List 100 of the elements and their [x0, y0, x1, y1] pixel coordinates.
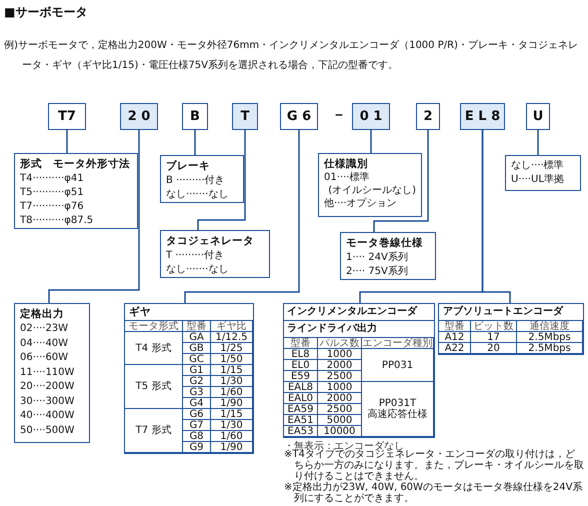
- table-cell: EAL8: [284, 382, 318, 393]
- option-row-text: 11····110W: [20, 366, 76, 379]
- connector-line: [197, 130, 246, 230]
- table-cell: E59: [284, 371, 318, 382]
- table-cell: T4 形式: [125, 332, 183, 365]
- code-box: E L 8: [460, 103, 505, 130]
- table-cell: 1/90: [211, 398, 253, 409]
- table-cell: A12: [439, 332, 471, 343]
- connector-line: [184, 130, 300, 303]
- connector-line: [194, 130, 196, 155]
- box-heading: 形式 モータ外形寸法: [20, 157, 131, 171]
- box-heading: インクリメンタルエンコーダ: [286, 304, 418, 319]
- table-cell: 2.5Mbps: [517, 343, 583, 354]
- option-row-text: 2···· 75V系列: [346, 265, 409, 278]
- table-cell: EAL0: [284, 393, 318, 404]
- table-cell: EA51: [284, 415, 318, 426]
- option-row-text: なし·······なし: [166, 188, 230, 201]
- table-cell: 1/90: [211, 442, 253, 453]
- table-cell: 2000: [318, 393, 362, 404]
- connector-line: [537, 130, 539, 155]
- option-box: [340, 232, 436, 280]
- code-box: B: [182, 103, 208, 130]
- option-row-text: 40····400W: [20, 409, 76, 422]
- table-cell: 5000: [318, 415, 362, 426]
- table-cell: 10000: [318, 426, 362, 437]
- option-box: [505, 155, 581, 191]
- table-cell: 1/60: [211, 387, 253, 398]
- table-cell: 1/12.5: [211, 332, 253, 343]
- column-header: ビット数: [471, 321, 517, 332]
- code-box: T7: [48, 103, 86, 130]
- box-heading: アブソリュートエンコーダ: [442, 304, 564, 319]
- code-box: T: [232, 103, 258, 130]
- option-row-text: T7··········φ76: [20, 200, 85, 213]
- table-cell: 1/60: [211, 431, 253, 442]
- table-cell: G2: [183, 376, 211, 387]
- column-header: 型番: [284, 338, 318, 349]
- option-row-text: 30····300W: [20, 394, 76, 408]
- table-cell: 1/15: [211, 409, 253, 420]
- table-cell: GA: [183, 332, 211, 343]
- table-cell: EA53: [284, 426, 318, 437]
- code-box: 2: [416, 103, 440, 130]
- table-cell: 2500: [318, 371, 362, 382]
- table-cell: 20: [471, 343, 517, 354]
- option-row-text: 01····標準: [324, 172, 370, 184]
- table-cell: PP031: [362, 349, 434, 382]
- connector-line: [373, 130, 429, 232]
- table-cell: G4: [183, 398, 211, 409]
- option-box: [318, 153, 422, 217]
- connector-line: [48, 130, 140, 303]
- table-cell: G6: [183, 409, 211, 420]
- table-cell: GC: [183, 354, 211, 365]
- table-cell: T5 形式: [125, 365, 183, 409]
- option-row-text: 20····200W: [20, 380, 76, 394]
- option-note: (オイルシールなし): [327, 185, 416, 197]
- connector-line: [370, 130, 372, 153]
- table-cell: 2500: [318, 404, 362, 415]
- option-box: [14, 303, 90, 443]
- table-cell: 2.5Mbps: [517, 332, 583, 343]
- connector-line: [66, 130, 68, 153]
- option-row-text: 02····23W: [20, 322, 70, 336]
- option-row-text: T8··········φ87.5: [20, 214, 94, 227]
- box-heading: 定格出力: [20, 307, 65, 321]
- column-header: パルス数: [318, 338, 362, 349]
- table-cell: 1/15: [211, 365, 253, 376]
- footnote: ※定格出力が23W, 40W, 60Wのモータはモータ巻線仕様を24V系列にすることができます。: [284, 482, 584, 504]
- option-box: [160, 230, 270, 278]
- spec-table: [438, 303, 584, 355]
- code-box: 2 0: [120, 103, 158, 130]
- table-cell: EL8: [284, 349, 318, 360]
- option-box: [160, 155, 244, 203]
- option-row-text: T ·········付き: [166, 249, 225, 262]
- code-box: 0 1: [352, 103, 390, 130]
- intro-text: 例)サーボモータで，定格出力200W・モータ外径76mm・インクリメンタルエンコーダ（1000 P/R)・ブレーキ・タコジェネレータ・ギヤ（ギヤ比1/15)・電圧仕様75V系列を選択される場合，下記の型番です。: [4, 38, 579, 73]
- table-cell: GB: [183, 343, 211, 354]
- option-row-text: なし·······なし: [166, 263, 230, 276]
- column-header: ギヤ比: [211, 321, 253, 332]
- option-row-text: 04····40W: [20, 336, 70, 350]
- table-cell: EA59: [284, 404, 318, 415]
- table-cell: G3: [183, 387, 211, 398]
- table-cell: 1/25: [211, 343, 253, 354]
- table-cell: A22: [439, 343, 471, 354]
- table-cell: 1/30: [211, 420, 253, 431]
- box-heading: ギヤ: [128, 305, 152, 320]
- option-row-text: T4··········φ41: [20, 172, 85, 185]
- table-cell: G8: [183, 431, 211, 442]
- option-row-text: 他····オプション: [324, 198, 398, 210]
- section-title: ■サーボモータ: [4, 4, 88, 21]
- option-box: [14, 153, 138, 229]
- table-cell: G9: [183, 442, 211, 453]
- option-row-text: なし····標準: [511, 159, 565, 172]
- table-cell: PP031T 高速応答仕様: [362, 382, 434, 437]
- code-box: G 6: [280, 103, 318, 130]
- table-cell: 17: [471, 332, 517, 343]
- table-cell: EL0: [284, 360, 318, 371]
- table-cell: 1000: [318, 382, 362, 393]
- connector-line: [482, 130, 511, 303]
- column-header: モータ形式: [125, 321, 183, 332]
- option-row-text: 06····60W: [20, 351, 70, 364]
- box-heading: モータ巻線仕様: [346, 236, 424, 250]
- box-heading: タコジェネレータ: [166, 234, 255, 248]
